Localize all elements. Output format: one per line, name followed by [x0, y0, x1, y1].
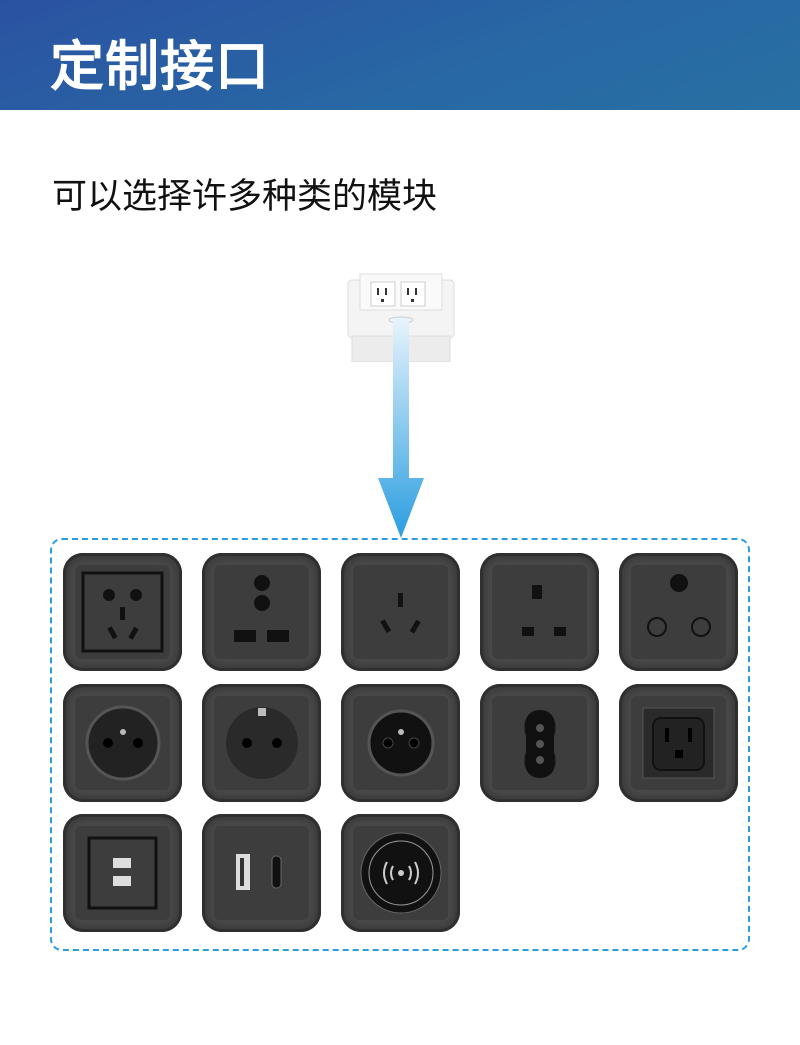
- module-face: [353, 565, 448, 659]
- module-face: [214, 826, 309, 920]
- module-options-frame: [50, 538, 750, 951]
- subtitle: 可以选择许多种类的模块: [52, 177, 438, 217]
- module-option[interactable]: [619, 553, 738, 671]
- round-euro-socket-icon: [367, 709, 435, 777]
- german-schuko-socket-icon: [226, 707, 298, 779]
- module-option[interactable]: [341, 814, 460, 932]
- module-option[interactable]: [202, 814, 321, 932]
- universal-multi-socket-icon: [234, 575, 289, 642]
- module-option[interactable]: [480, 553, 599, 671]
- module-option[interactable]: [202, 553, 321, 671]
- module-option[interactable]: [63, 684, 182, 802]
- south-africa-socket-icon: [647, 574, 711, 637]
- module-option[interactable]: [341, 684, 460, 802]
- down-arrow-icon: [378, 318, 424, 538]
- australia-socket-icon: [380, 593, 421, 634]
- wireless-charger-icon: [360, 832, 442, 914]
- module-option[interactable]: [63, 814, 182, 932]
- french-socket-icon: [85, 705, 161, 781]
- module-face: [75, 826, 170, 920]
- china-five-hole-socket-icon: [81, 571, 164, 653]
- module-option[interactable]: [619, 684, 738, 802]
- module-option[interactable]: [63, 553, 182, 671]
- module-option[interactable]: [341, 553, 460, 671]
- module-face: [492, 565, 587, 659]
- dual-usb-module-icon: [87, 836, 158, 910]
- uk-socket-icon: [522, 585, 566, 636]
- us-socket-icon: [642, 707, 715, 779]
- page-title: 定制接口: [50, 35, 270, 98]
- header-banner: 定制接口: [0, 0, 800, 110]
- usb-a-and-type-c-module-icon: [236, 854, 282, 890]
- module-option[interactable]: [202, 684, 321, 802]
- module-option[interactable]: [480, 684, 599, 802]
- swiss-socket-icon: [524, 710, 556, 778]
